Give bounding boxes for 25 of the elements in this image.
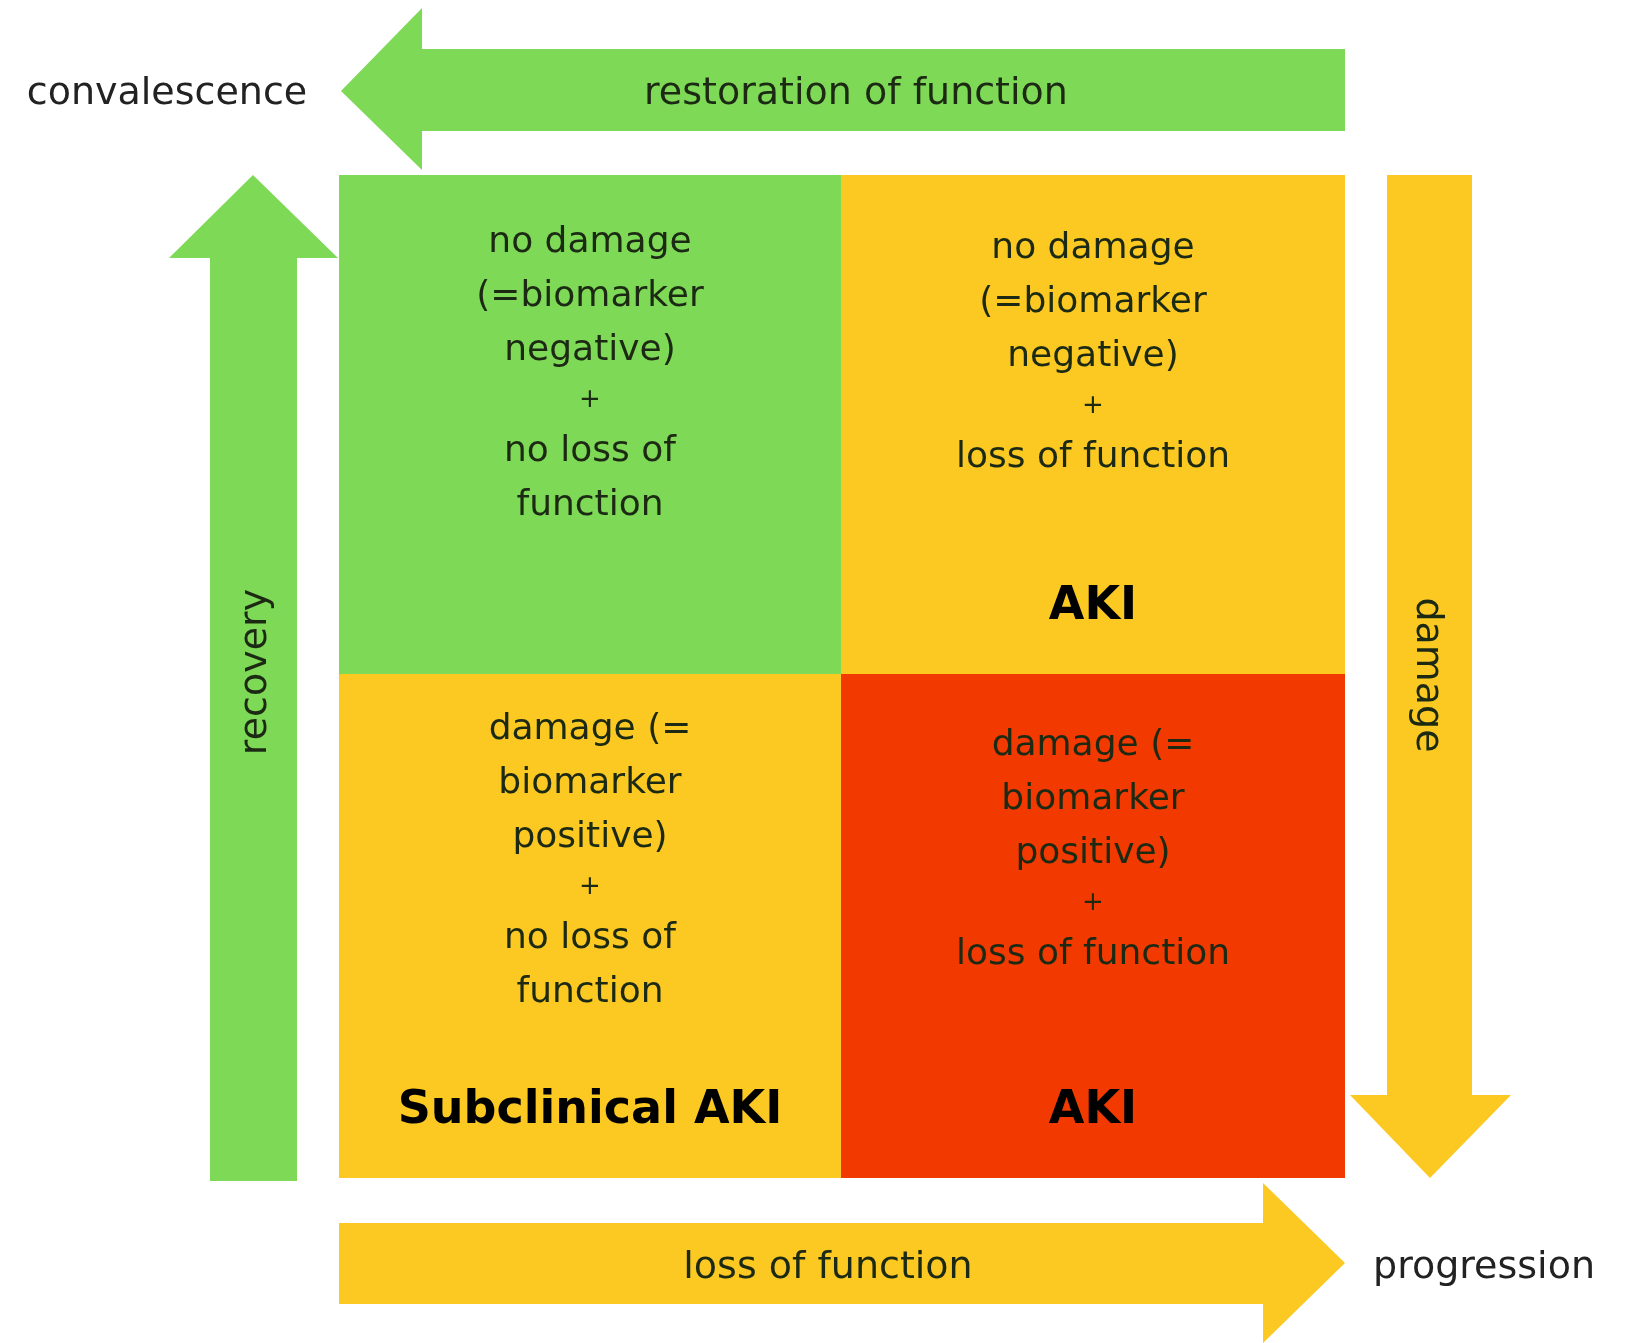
axis-label: restoration of function <box>644 69 1068 113</box>
quadrant-box <box>841 674 1345 1178</box>
quadrant-text: no loss of function <box>503 914 678 1012</box>
quadrant-text: no loss of function <box>503 427 678 525</box>
quadrant-heading: AKI <box>1048 1080 1138 1134</box>
quadrant-heading: AKI <box>1048 576 1138 630</box>
plus-sign: + <box>1082 885 1104 918</box>
quadrant-text: damage (= biomarker positive) <box>990 721 1196 873</box>
plus-sign: + <box>1082 388 1104 421</box>
plus-sign: + <box>579 869 601 902</box>
quadrant-text: damage (= biomarker positive) <box>487 705 693 857</box>
quadrant-box <box>841 175 1345 674</box>
axis-label: progression <box>1373 1243 1595 1287</box>
plus-sign: + <box>579 382 601 415</box>
quadrant-text: loss of function <box>955 930 1231 974</box>
quadrant-box <box>339 674 841 1178</box>
quadrant-text: no damage (=biomarker negative) <box>475 218 705 370</box>
axis-label: convalescence <box>26 69 308 113</box>
quadrant-box <box>339 175 841 674</box>
axis-label: loss of function <box>683 1243 973 1287</box>
axis-label: recovery <box>231 588 275 756</box>
axis-label: damage <box>1408 597 1452 753</box>
quadrant-heading: Subclinical AKI <box>397 1080 783 1134</box>
quadrant-text: no damage (=biomarker negative) <box>978 224 1208 376</box>
quadrant-text: loss of function <box>955 433 1231 477</box>
